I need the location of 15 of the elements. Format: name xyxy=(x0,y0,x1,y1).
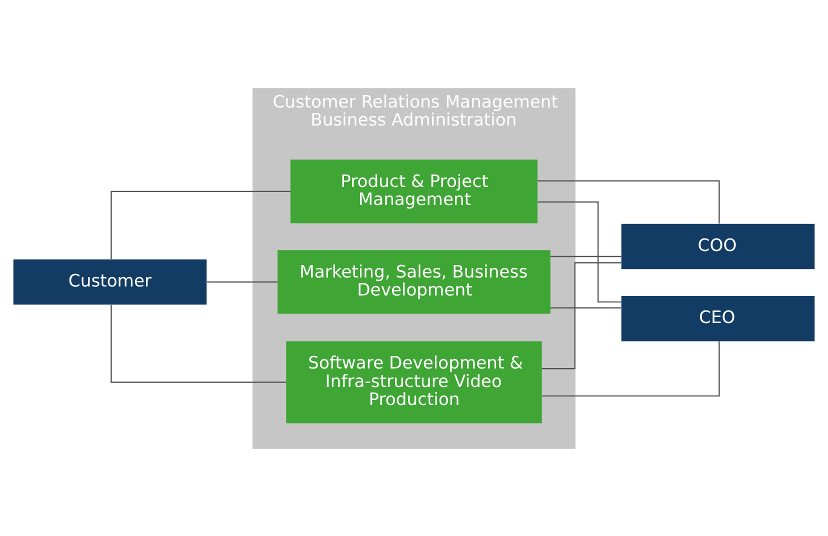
connector xyxy=(207,280,278,282)
connector xyxy=(110,304,286,382)
connector xyxy=(538,200,622,302)
connector xyxy=(538,180,720,224)
connector xyxy=(542,262,622,369)
connector xyxy=(550,255,622,257)
node-box: Marketing, Sales, Business Development xyxy=(278,250,550,314)
connector xyxy=(550,306,622,308)
node-box: Software Development & Infra-structure Video Production xyxy=(286,340,542,423)
connector xyxy=(542,340,720,396)
node-box: Customer xyxy=(13,258,207,304)
node-box: CEO xyxy=(621,296,815,341)
node-box: COO xyxy=(621,223,815,269)
node-box: Product & Project Management xyxy=(290,159,538,223)
connector xyxy=(110,190,290,259)
